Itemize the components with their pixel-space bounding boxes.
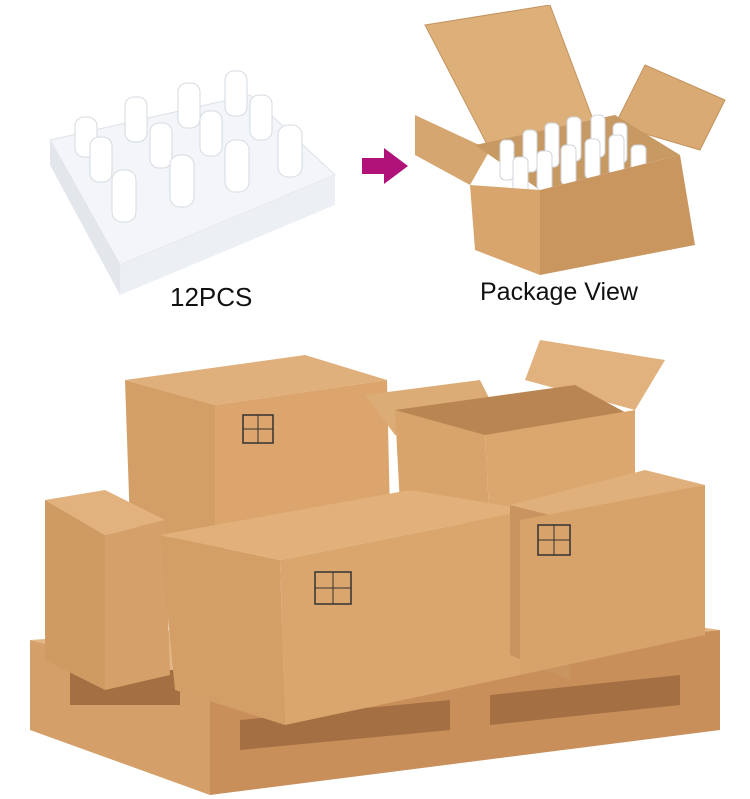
handling-symbols-icon <box>314 571 352 605</box>
open-box-illustration <box>415 5 726 275</box>
cardboard-box-front-center <box>160 490 530 725</box>
foam-tray-illustration <box>49 70 336 295</box>
handling-symbols-icon <box>242 414 274 444</box>
tray-quantity-label: 12PCS <box>170 282 253 312</box>
cardboard-box-front-left <box>45 490 170 690</box>
handling-symbols-icon <box>537 524 571 556</box>
package-view-label: Package View <box>480 278 638 306</box>
arrow-right-icon <box>362 148 408 184</box>
cardboard-box-front-right <box>510 470 705 680</box>
